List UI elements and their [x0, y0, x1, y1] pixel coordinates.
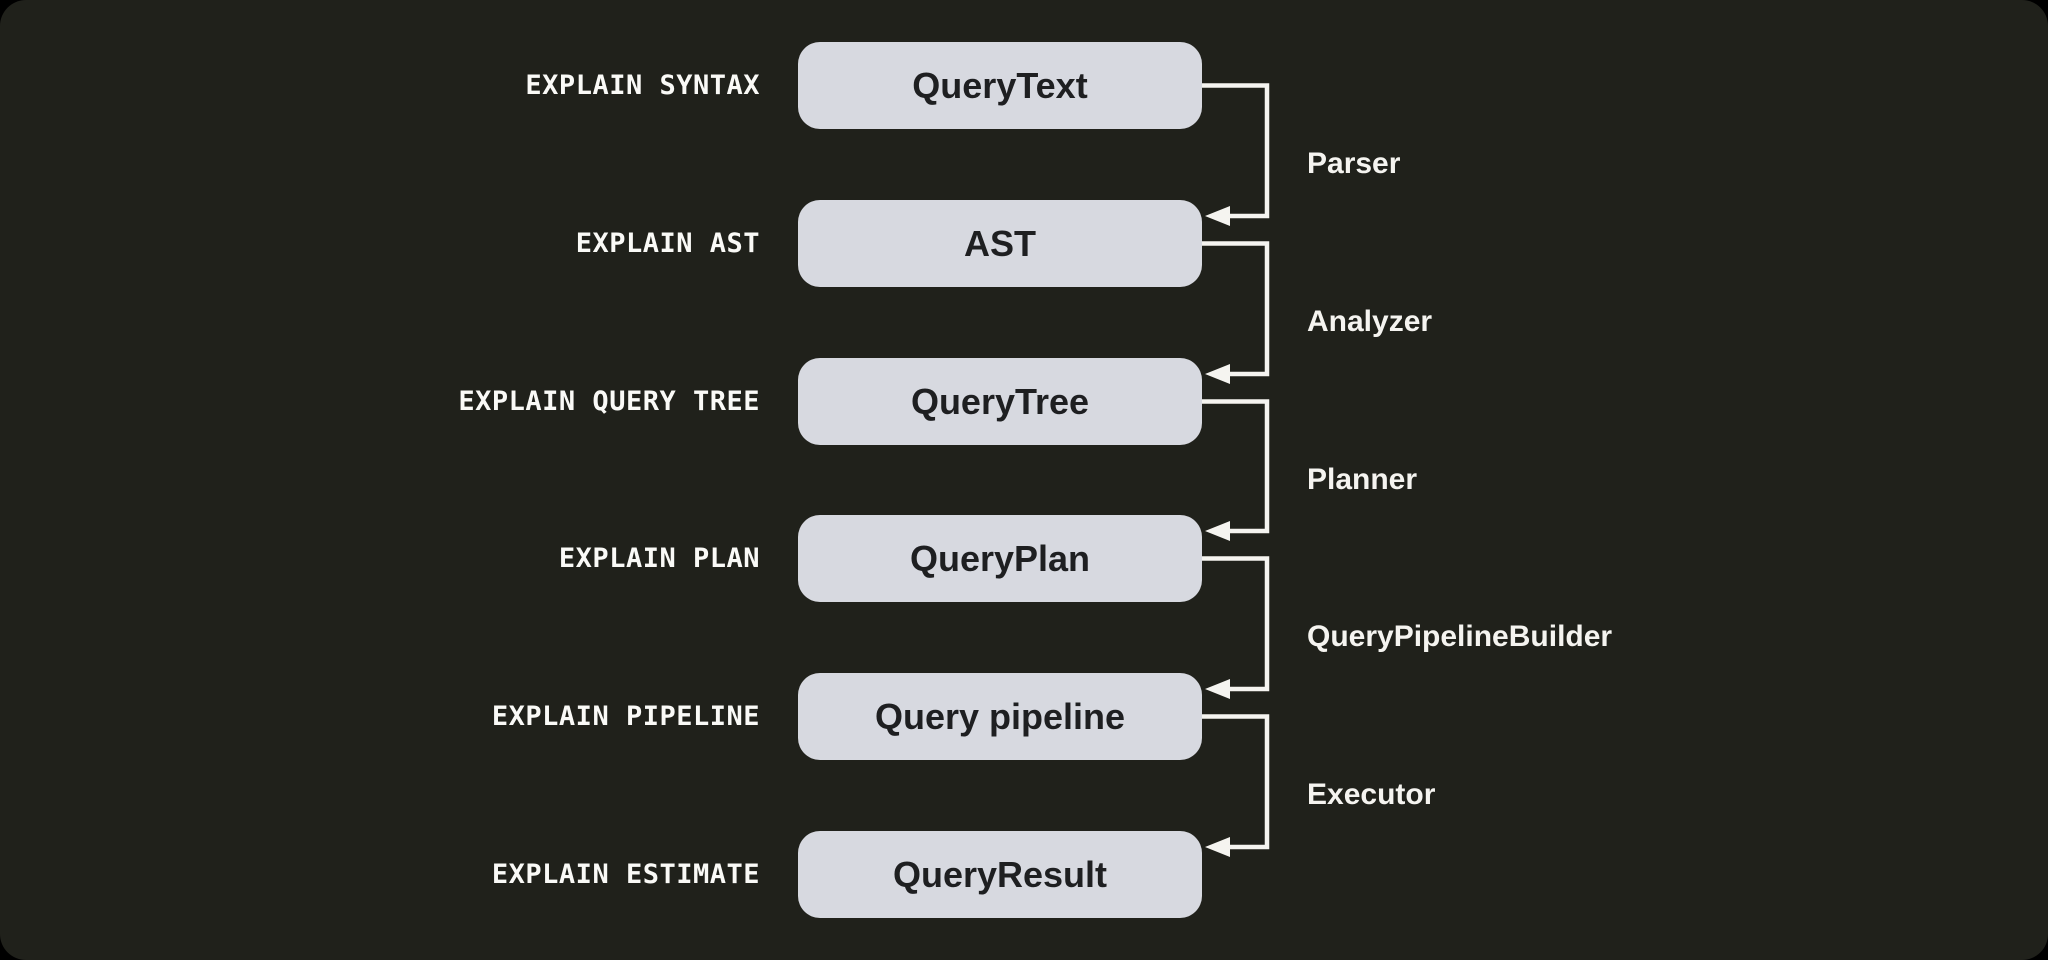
arrowhead-icon: [1205, 837, 1230, 857]
arrowhead-icon: [1205, 206, 1230, 226]
connector-line: [1202, 556, 1270, 692]
connector-query-pipeline-builder: [1202, 556, 1270, 699]
connector-planner: [1202, 399, 1270, 541]
connector-line: [1202, 241, 1270, 377]
connector-line: [1202, 399, 1270, 534]
ast-box: AST: [798, 200, 1202, 287]
explain-estimate-label: EXPLAIN ESTIMATE: [491, 859, 760, 890]
query-tree-box: QueryTree: [798, 358, 1202, 445]
explain-plan-label: EXPLAIN PLAN: [558, 543, 760, 574]
query-result-box: QueryResult: [798, 831, 1202, 918]
explain-ast-label: EXPLAIN AST: [575, 228, 760, 259]
explain-query-tree-label: EXPLAIN QUERY TREE: [458, 386, 760, 417]
executor-stage-label: Executor: [1307, 778, 1436, 811]
arrowhead-icon: [1205, 521, 1230, 541]
query-pipeline-box: Query pipeline: [798, 673, 1202, 760]
parser-stage-label: Parser: [1307, 147, 1401, 180]
query-pipeline-builder-stage-label: QueryPipelineBuilder: [1307, 620, 1613, 653]
explain-syntax-label: EXPLAIN SYNTAX: [525, 70, 760, 101]
query-text-box: QueryText: [798, 42, 1202, 129]
connector-analyzer: [1202, 241, 1270, 384]
query-plan-box: QueryPlan: [798, 515, 1202, 602]
analyzer-stage-label: Analyzer: [1307, 305, 1433, 338]
connector-executor: [1202, 714, 1270, 857]
planner-stage-label: Planner: [1307, 463, 1418, 496]
connector-parser: [1202, 83, 1270, 226]
connector-line: [1202, 714, 1270, 850]
explain-pipeline-label: EXPLAIN PIPELINE: [491, 701, 760, 732]
arrowhead-icon: [1205, 679, 1230, 699]
arrowhead-icon: [1205, 364, 1230, 384]
connector-line: [1202, 83, 1270, 219]
